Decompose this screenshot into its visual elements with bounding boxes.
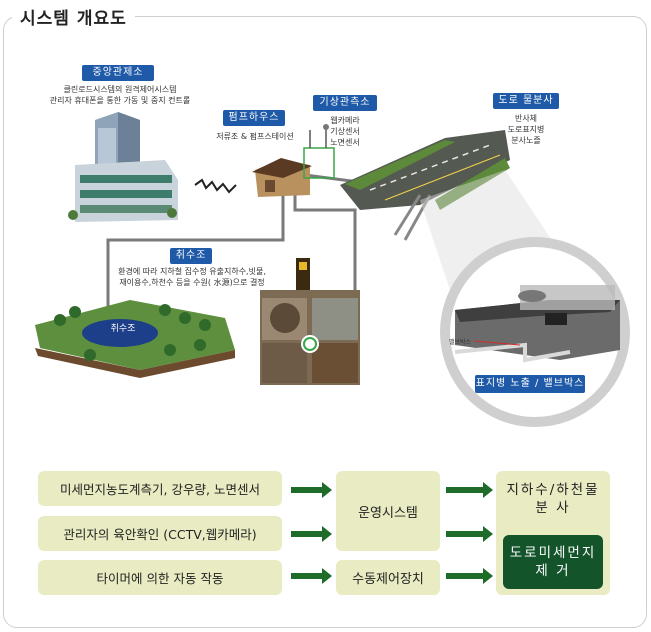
magnified-view: [440, 237, 630, 427]
pump-house-illustration: [252, 158, 312, 197]
arrow-sensors-to-operation: [291, 482, 332, 498]
operation-system-box: 운영시스템: [336, 471, 440, 551]
pond-label: 취수조: [110, 324, 136, 334]
arrow-timer-to-manual: [291, 568, 332, 584]
weather-desc-line3: 노면센서: [330, 138, 360, 147]
road-dust-removal-line1: 도로미세먼지: [509, 545, 597, 561]
arrow-operation-to-removal: [446, 526, 493, 542]
weather-station-illustration: [303, 124, 335, 179]
input-sensors-box: 미세먼지농도계측기, 강우량, 노면센서: [38, 471, 282, 506]
weather-desc-line1: 웹카메라: [330, 116, 360, 125]
road-spray-label: 도로 물분사: [493, 93, 559, 109]
road-desc-line2: 도로표지병: [507, 125, 545, 134]
intake-desc-line2: 재이용수,하천수 등을 수원( 水源)으로 결정: [119, 278, 265, 287]
central-control-label: 중앙관제소: [82, 65, 154, 81]
input-timer-box: 타이머에 의한 자동 작동: [38, 560, 282, 595]
road-desc-line3: 분사노즐: [511, 136, 541, 145]
weather-station-label: 기상관측소: [313, 95, 377, 111]
pump-house-desc: 저류조 & 펌프스테이션: [216, 132, 294, 141]
valve-box-label: 밸브박스: [448, 339, 472, 346]
wireless-signal: [194, 178, 237, 194]
zoom-caption: 표지병 노출 / 밸브박스: [475, 375, 585, 393]
input-visual-check-box: 관리자의 육안확인 (CCTV,웹카메라): [38, 516, 282, 551]
road-desc-line1: 반사체: [514, 114, 538, 123]
road-spray-desc: 반사체 도로표지병 분사노즐: [500, 113, 552, 146]
central-control-desc-line2: 관리자 휴대폰을 통한 가동 및 중지 컨트롤: [49, 96, 191, 105]
pump-house-label: 펌프하우스: [223, 110, 285, 126]
arrow-visual-to-operation: [291, 526, 332, 542]
facility-photos: [260, 258, 360, 385]
weather-station-desc: 웹카메라 기상센서 노면센서: [320, 115, 370, 148]
arrow-operation-to-spray: [446, 482, 493, 498]
intake-desc: 환경에 따라 지하철 집수정 유출지하수,빗물, 재이용수,하천수 등을 수원(…: [112, 266, 272, 288]
page-title: 시스템 개요도: [12, 4, 135, 29]
intake-desc-line1: 환경에 따라 지하철 집수정 유출지하수,빗물,: [118, 267, 266, 276]
manual-control-box: 수동제어장치: [336, 560, 440, 595]
weather-desc-line2: 기상센서: [330, 127, 360, 136]
arrow-manual-to-output: [446, 568, 493, 584]
intake-label: 취수조: [170, 248, 212, 264]
pipe-pump-facility: [293, 195, 357, 300]
central-control-desc: 클린로드시스템의 원격제어시스템 관리자 휴대폰을 통한 가동 및 중지 컨트롤: [40, 84, 200, 106]
road-illustration: [340, 130, 510, 241]
road-dust-removal-line2: 제 거: [535, 563, 571, 579]
groundwater-spray-text: 지하수/하천물 분 사: [506, 482, 600, 516]
intake-pond-illustration: [35, 300, 235, 378]
central-control-desc-line1: 클린로드시스템의 원격제어시스템: [63, 85, 177, 94]
pipe-intake-pump: [106, 195, 285, 320]
building-illustration: [68, 112, 178, 222]
road-dust-removal-box: 도로미세먼지 제 거: [503, 535, 603, 589]
